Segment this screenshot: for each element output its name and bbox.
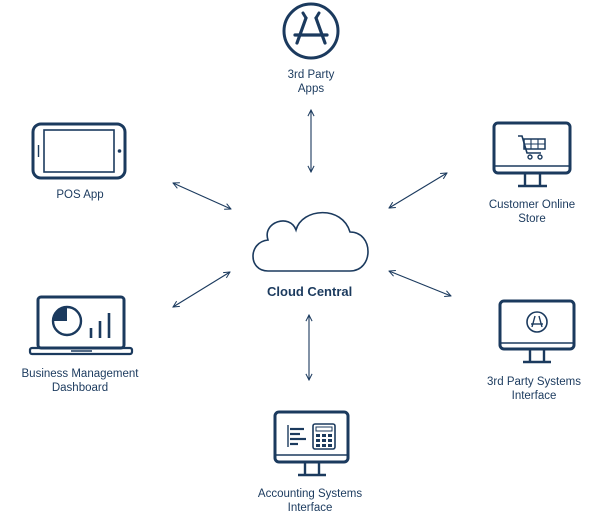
connector-arrow-third-party-systems <box>389 271 451 296</box>
label-line: Accounting Systems <box>257 488 363 500</box>
label-line: Interface <box>287 502 333 514</box>
label-line: Dashboard <box>51 382 109 394</box>
monitor-shopping-cart-icon <box>492 121 572 188</box>
label-line: Apps <box>297 83 325 95</box>
label-third-party-apps: 3rd Party Apps <box>262 68 360 96</box>
monitor-calculator-icon <box>273 410 350 477</box>
cloud-icon <box>252 211 369 272</box>
tablet-icon <box>31 122 127 180</box>
label-line: POS App <box>56 189 104 201</box>
label-customer-online-store: Customer Online Store <box>470 198 594 226</box>
label-accounting-systems-interface: Accounting Systems Interface <box>237 487 383 515</box>
label-pos-app: POS App <box>30 188 130 202</box>
label-line: 3rd Party <box>287 69 335 81</box>
label-business-management-dashboard: Business Management Dashboard <box>2 367 158 395</box>
label-line: 3rd Party Systems <box>487 376 581 388</box>
app-store-icon <box>282 2 340 60</box>
label-line: Store <box>518 213 546 225</box>
label-line: Customer Online <box>488 199 576 211</box>
center-label: Cloud Central <box>267 284 353 299</box>
label-line: Interface <box>511 390 557 402</box>
connector-arrow-customer-online-store <box>389 173 447 208</box>
connector-arrow-pos-app <box>173 183 231 209</box>
label-third-party-systems-interface: 3rd Party Systems Interface <box>472 375 596 403</box>
label-line: Business Management <box>21 368 139 380</box>
laptop-dashboard-icon <box>28 295 134 356</box>
monitor-app-store-icon <box>498 299 576 364</box>
connector-arrow-business-dashboard <box>173 272 230 307</box>
